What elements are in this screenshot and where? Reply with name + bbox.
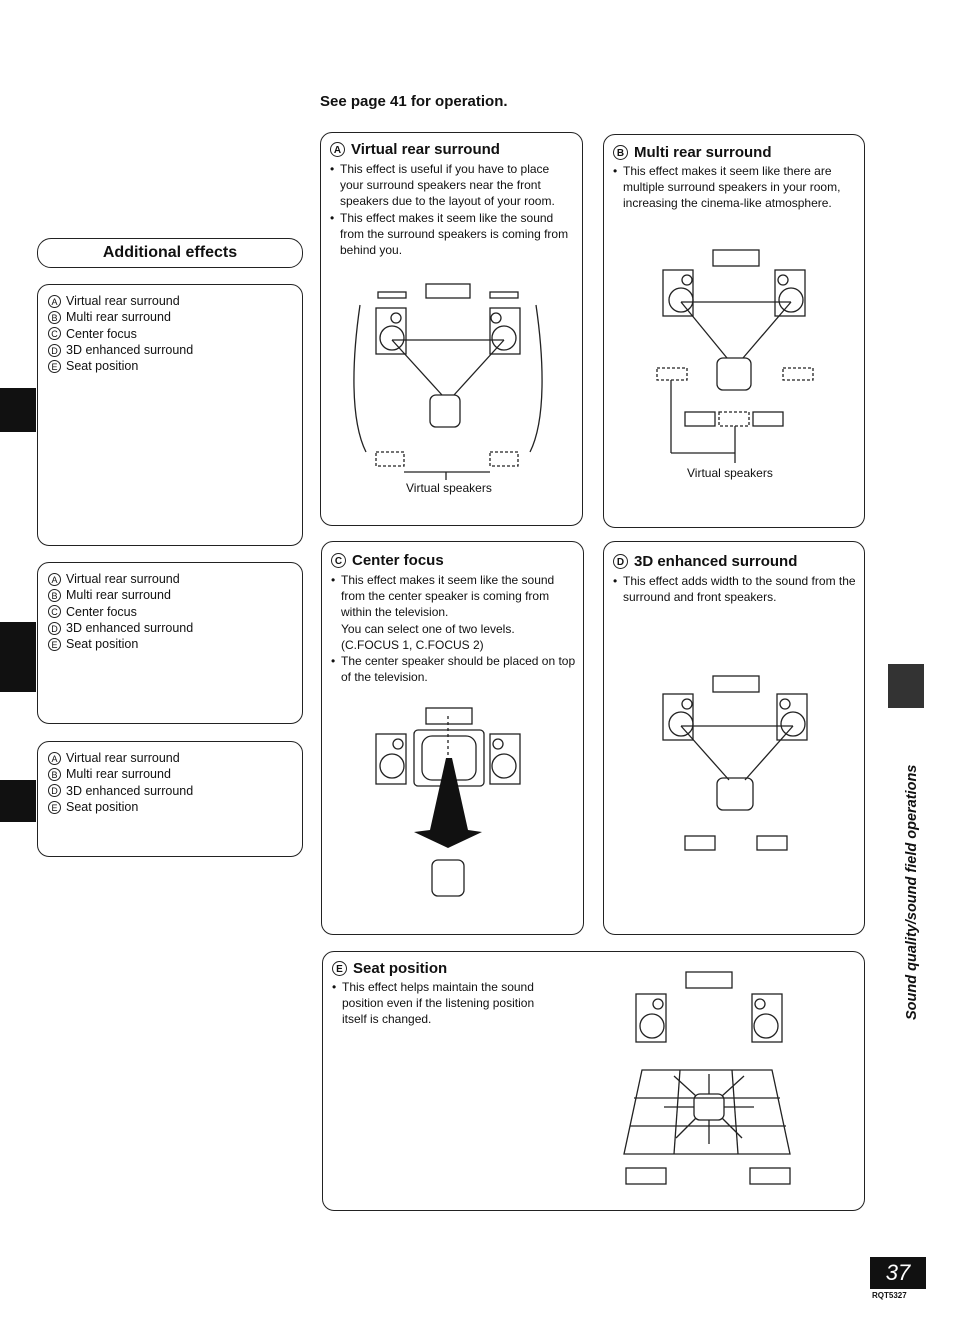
virtual-speakers-caption: Virtual speakers	[687, 466, 773, 480]
section-body: This effect is useful if you have to pla…	[330, 161, 575, 258]
section-tab-marker	[0, 780, 36, 822]
section-body: This effect helps maintain the sound pos…	[332, 979, 562, 1028]
document-code: RQT5327	[872, 1291, 907, 1300]
virtual-speakers-caption: Virtual speakers	[406, 481, 492, 495]
virtual-rear-surround-diagram	[353, 283, 543, 480]
side-section-label: Sound quality/sound field operations	[904, 764, 920, 1020]
additional-effects-title: Additional effects	[102, 244, 238, 261]
additional-effects-heading: Additional effects	[37, 238, 303, 268]
section-body: This effect adds width to the sound from…	[613, 573, 858, 605]
3d-enhanced-surround-diagram	[662, 675, 808, 851]
section-tab-marker	[888, 664, 924, 708]
seat-position-diagram	[623, 971, 791, 1185]
center-focus-diagram	[375, 707, 521, 897]
section-tab-marker	[0, 622, 36, 692]
multi-rear-surround-diagram	[656, 249, 814, 463]
page-number: 37	[870, 1257, 926, 1289]
see-page-note: See page 41 for operation.	[320, 93, 508, 110]
section-tab-marker	[0, 388, 36, 432]
section-3d-enhanced-surround	[603, 541, 865, 935]
section-body: This effect makes it seem like the sound…	[331, 572, 576, 685]
section-body: This effect makes it seem like there are…	[613, 163, 858, 212]
